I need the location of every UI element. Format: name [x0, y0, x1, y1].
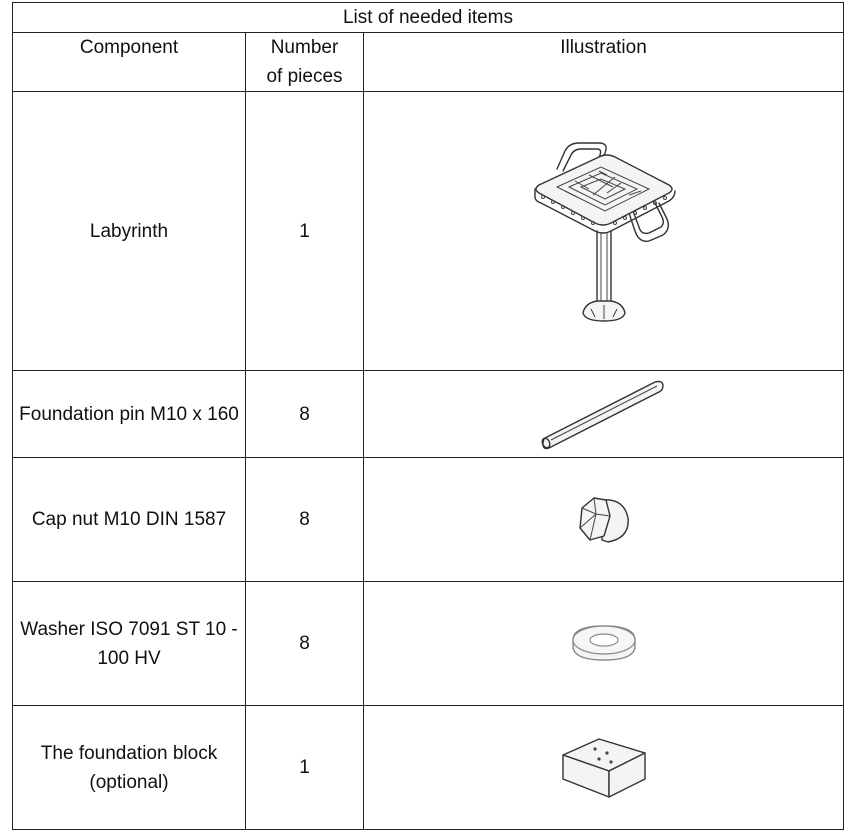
- component-line: Labyrinth: [89, 220, 169, 242]
- foundation-pin-icon: [540, 380, 664, 450]
- washer-icon: [571, 624, 636, 661]
- illustration-cell: [363, 581, 844, 706]
- table-row: Washer ISO 7091 ST 10 - 100 HV 8: [12, 581, 844, 706]
- table-row: Cap nut M10 DIN 1587 8: [12, 457, 844, 582]
- component-cell: The foundation block (optional): [12, 705, 246, 830]
- foundation-block-icon: [561, 737, 646, 798]
- pieces-cell: 8: [245, 370, 364, 458]
- component-cell: Washer ISO 7091 ST 10 - 100 HV: [12, 581, 246, 706]
- title-row: List of needed items: [12, 2, 844, 33]
- component-cell: Cap nut M10 DIN 1587: [12, 457, 246, 582]
- needed-items-table: List of needed items Component Number of…: [12, 2, 844, 830]
- component-line: The foundation block: [40, 742, 218, 764]
- header-illustration: Illustration: [363, 32, 844, 92]
- header-component: Component: [12, 32, 246, 92]
- pieces-cell: 1: [245, 91, 364, 371]
- header-number-of-pieces: Number of pieces: [245, 32, 364, 92]
- header-pieces-line2: of pieces: [266, 66, 343, 87]
- illustration-cell: [363, 370, 844, 458]
- illustration-cell: [363, 705, 844, 830]
- component-cell: Foundation pin M10 x 160: [12, 370, 246, 458]
- component-line: Cap nut M10 DIN 1587: [31, 509, 227, 530]
- cap-nut-icon: [578, 496, 629, 543]
- table-row: Foundation pin M10 x 160 8: [12, 370, 844, 458]
- labyrinth-icon: [533, 142, 676, 322]
- component-line: Washer ISO 7091 ST 10 -: [20, 618, 238, 640]
- component-line: Foundation pin M10 x 160: [19, 403, 239, 425]
- header-pieces-line1: Number: [270, 37, 339, 58]
- pieces-cell: 8: [245, 581, 364, 706]
- illustration-cell: [363, 457, 844, 582]
- table-row: The foundation block (optional) 1: [12, 705, 844, 830]
- pieces-cell: 8: [245, 457, 364, 582]
- component-line: (optional): [89, 771, 169, 793]
- component-cell: Labyrinth: [12, 91, 246, 371]
- component-line: 100 HV: [97, 647, 161, 669]
- pieces-cell: 1: [245, 705, 364, 830]
- table-title: List of needed items: [12, 2, 844, 33]
- table-row: Labyrinth 1: [12, 91, 844, 371]
- illustration-cell: [363, 91, 844, 371]
- header-row: Component Number of pieces Illustration: [12, 32, 844, 92]
